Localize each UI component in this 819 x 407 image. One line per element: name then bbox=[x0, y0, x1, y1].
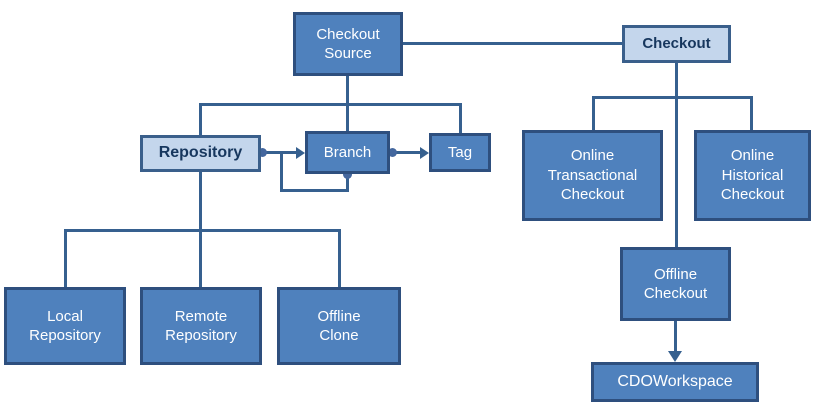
node-checkout-source: Checkout Source bbox=[293, 12, 403, 76]
node-local-repository: Local Repository bbox=[4, 287, 126, 365]
node-cdoworkspace-label: CDOWorkspace bbox=[617, 372, 733, 390]
connector-drop-online-historical bbox=[750, 96, 753, 130]
node-online-historical-checkout-label: Online Historical Checkout bbox=[720, 147, 785, 204]
connector-checkout-source-stem bbox=[346, 76, 349, 106]
connector-drop-online-transactional bbox=[592, 96, 595, 130]
connector-branch-loop-bottom bbox=[280, 189, 349, 192]
connector-drop-branch bbox=[346, 103, 349, 131]
connector-drop-offline-checkout bbox=[675, 96, 678, 247]
node-tag-label: Tag bbox=[447, 143, 473, 161]
node-online-transactional-checkout: Online Transactional Checkout bbox=[522, 130, 663, 221]
connector-drop-local-repository bbox=[64, 229, 67, 287]
node-offline-clone: Offline Clone bbox=[277, 287, 401, 365]
node-repository-label: Repository bbox=[158, 144, 243, 162]
node-local-repository-label: Local Repository bbox=[29, 307, 101, 345]
node-branch: Branch bbox=[305, 131, 390, 174]
connector-drop-offline-clone bbox=[338, 229, 341, 287]
node-offline-clone-label: Offline Clone bbox=[317, 307, 361, 345]
node-repository: Repository bbox=[140, 135, 261, 172]
connector-checkout-source-to-checkout bbox=[403, 42, 622, 45]
connector-drop-repository bbox=[199, 103, 202, 135]
node-checkout-label: Checkout bbox=[642, 35, 711, 53]
node-remote-repository-label: Remote Repository bbox=[165, 307, 237, 345]
connector-drop-tag bbox=[459, 103, 462, 133]
arrow-right-icon-tag bbox=[420, 147, 429, 159]
aggregation-dot-branch-bottom bbox=[343, 170, 352, 179]
connector-offline-checkout-to-cdoworkspace bbox=[674, 320, 677, 352]
node-checkout-source-label: Checkout Source bbox=[316, 25, 380, 63]
aggregation-dot-repository bbox=[258, 148, 267, 157]
aggregation-dot-branch-right bbox=[388, 148, 397, 157]
connector-branch-to-tag bbox=[390, 151, 421, 154]
arrow-right-icon-branch bbox=[296, 147, 305, 159]
connector-bottom-tree-bar bbox=[64, 229, 341, 232]
connector-branch-loop-right bbox=[346, 174, 349, 191]
node-offline-checkout-label: Offline Checkout bbox=[643, 265, 708, 303]
node-tag: Tag bbox=[429, 133, 491, 172]
connector-right-tree-bar bbox=[592, 96, 753, 99]
node-offline-checkout: Offline Checkout bbox=[620, 247, 731, 321]
connector-checkout-stem bbox=[675, 63, 678, 99]
node-remote-repository: Remote Repository bbox=[140, 287, 262, 365]
connector-branch-loop-left bbox=[280, 154, 283, 191]
connector-left-tree-bar bbox=[199, 103, 462, 106]
node-checkout: Checkout bbox=[622, 25, 731, 63]
node-online-historical-checkout: Online Historical Checkout bbox=[694, 130, 811, 221]
node-cdoworkspace: CDOWorkspace bbox=[591, 362, 759, 402]
node-online-transactional-checkout-label: Online Transactional Checkout bbox=[547, 147, 638, 204]
node-branch-label: Branch bbox=[323, 143, 372, 161]
arrow-down-icon-cdoworkspace bbox=[668, 351, 682, 362]
connector-repository-to-branch bbox=[261, 151, 297, 154]
